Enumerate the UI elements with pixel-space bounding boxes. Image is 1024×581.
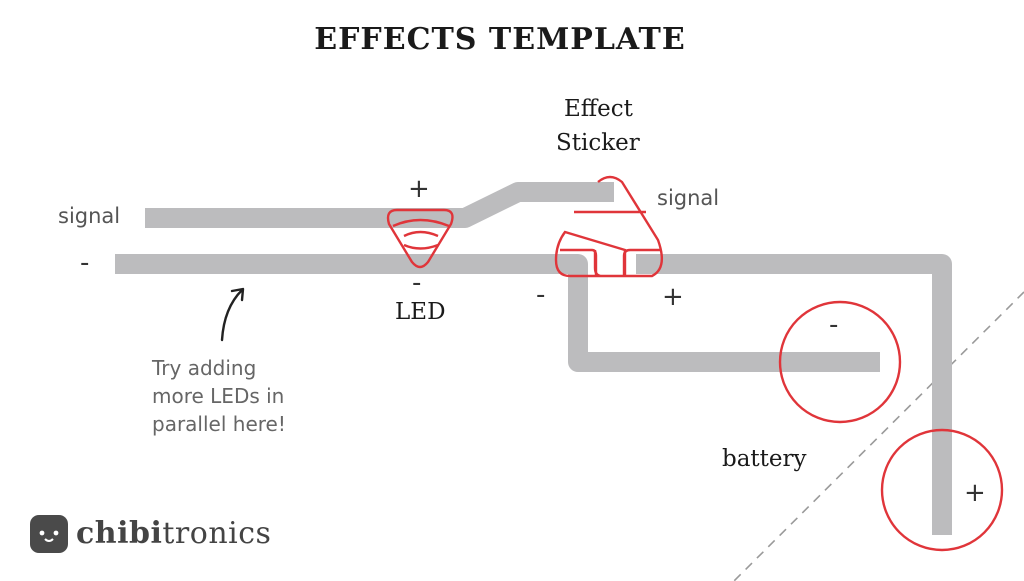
sticker-minus-sign: - [536, 280, 546, 310]
dashed-fold-line [733, 291, 1024, 581]
effect-sticker-label-line1: Effect [564, 96, 633, 122]
led-plus-sign: + [408, 174, 430, 204]
battery-negative-trace [568, 254, 880, 372]
note-line-3: parallel here! [152, 412, 286, 436]
signal-label-left: signal [58, 204, 121, 228]
sticker-plus-sign: + [662, 282, 684, 312]
parallel-hint-note: Try adding more LEDs in parallel here! [152, 354, 352, 438]
hint-arrow-head [230, 287, 245, 302]
led-sticker-outline [386, 208, 454, 269]
signal-label-right: signal [657, 186, 720, 210]
note-line-1: Try adding [152, 356, 257, 380]
effect-sticker-outline [554, 175, 664, 278]
chibitronics-logo-text: chibitronics [76, 516, 271, 551]
battery-negative-circle [778, 300, 902, 424]
battery-plus-sign: + [964, 478, 986, 508]
battery-positive-trace [636, 254, 952, 535]
hint-arrow [220, 288, 244, 342]
led-label: LED [395, 299, 446, 325]
logo-text-bold: chibi [76, 516, 163, 551]
battery-positive-circle [880, 428, 1004, 552]
signal-trace [145, 182, 614, 228]
chibitronics-logo-icon [30, 515, 68, 553]
note-line-2: more LEDs in [152, 384, 285, 408]
led-minus-sign: - [412, 268, 422, 298]
battery-label: battery [722, 446, 807, 472]
effect-sticker-label-line2: Sticker [556, 130, 640, 156]
battery-minus-sign: - [829, 310, 839, 340]
logo-text-light: tronics [162, 516, 272, 551]
left-minus-sign: - [80, 248, 90, 278]
page-title: EFFECTS TEMPLATE [314, 22, 686, 57]
